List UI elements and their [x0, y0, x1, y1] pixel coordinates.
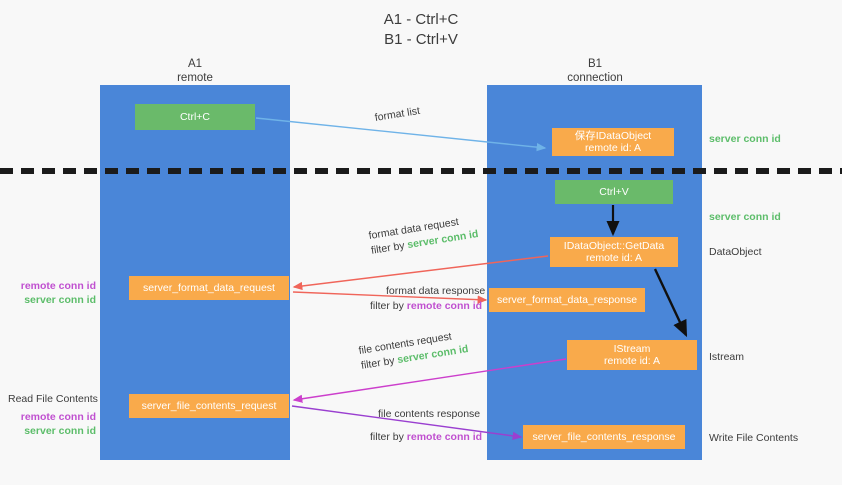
- edge-label-file-contents-response-text: file contents response: [378, 408, 481, 420]
- phase-divider: [0, 168, 842, 174]
- node-istream-sublabel: remote id: A: [603, 355, 661, 367]
- edge-label-format-list: format list: [374, 104, 421, 126]
- node-server-file-contents-request-label: server_file_contents_request: [141, 399, 277, 412]
- edge-label-file-contents-request: file contents request filter by server c…: [358, 327, 470, 374]
- node-idataobject-getdata-label: IDataObject::GetData: [563, 239, 665, 252]
- node-save-idataobject-sublabel: remote id: A: [584, 142, 642, 154]
- edge-label-file-contents-response-filter: filter by remote conn id: [370, 430, 482, 445]
- annotation-server-conn-id-top: server conn id: [709, 133, 781, 145]
- annotation-istream: Istream: [709, 351, 745, 363]
- edge-label-file-contents-response: file contents response filter by remote …: [370, 407, 482, 445]
- annotation-read-file-contents: Read File Contents: [8, 393, 98, 405]
- annotation-left-conn-ids-top: remote conn id server conn id: [8, 279, 96, 307]
- annotation-server-conn-id-1: server conn id: [24, 294, 96, 306]
- node-ctrl-v-label: Ctrl+V: [599, 185, 629, 198]
- filter-target-remote-conn-id: remote conn id: [406, 300, 483, 312]
- node-istream-label: IStream: [613, 342, 651, 355]
- node-save-idataobject-label: 保存IDataObject: [574, 129, 652, 142]
- node-server-file-contents-response-label: server_file_contents_response: [532, 430, 676, 443]
- title-line-2: B1 - Ctrl+V: [384, 31, 458, 48]
- lane-header-b1: B1 connection: [515, 57, 675, 85]
- filter-prefix: filter by: [370, 300, 407, 312]
- node-server-format-data-request[interactable]: server_format_data_request: [129, 276, 289, 300]
- edge-label-format-data-request: format data request filter by server con…: [368, 212, 480, 259]
- node-server-file-contents-response[interactable]: server_file_contents_response: [523, 425, 685, 449]
- annotation-dataobject: DataObject: [709, 246, 762, 258]
- edge-label-format-list-text: format list: [373, 104, 421, 124]
- lane-b1-subtitle: connection: [567, 72, 623, 84]
- node-idataobject-getdata-sublabel: remote id: A: [585, 252, 643, 264]
- annotation-remote-conn-id-1: remote conn id: [20, 280, 96, 292]
- annotation-left-conn-ids-bottom: remote conn id server conn id: [8, 410, 96, 438]
- annotation-remote-conn-id-2: remote conn id: [20, 411, 96, 423]
- filter-target-remote-conn-id: remote conn id: [406, 431, 483, 443]
- annotation-server-conn-id-2: server conn id: [24, 425, 96, 437]
- filter-prefix: filter by: [370, 431, 407, 443]
- annotation-write-file-contents: Write File Contents: [709, 432, 799, 444]
- lane-a1-subtitle: remote: [177, 72, 213, 84]
- node-save-idataobject[interactable]: 保存IDataObject remote id: A: [552, 128, 674, 156]
- title-line-1: A1 - Ctrl+C: [383, 11, 459, 28]
- node-idataobject-getdata[interactable]: IDataObject::GetData remote id: A: [550, 237, 678, 267]
- node-ctrl-c[interactable]: Ctrl+C: [135, 104, 255, 130]
- lane-b1-name: B1: [587, 58, 603, 70]
- node-server-format-data-response[interactable]: server_format_data_response: [489, 288, 645, 312]
- edge-label-format-data-response: format data response filter by remote co…: [358, 284, 485, 314]
- edge-label-format-data-response-filter: filter by remote conn id: [358, 299, 485, 314]
- lane-header-a1: A1 remote: [115, 57, 275, 85]
- node-ctrl-c-label: Ctrl+C: [179, 110, 211, 123]
- node-server-format-data-request-label: server_format_data_request: [143, 281, 275, 294]
- node-server-file-contents-request[interactable]: server_file_contents_request: [129, 394, 289, 418]
- node-server-format-data-response-label: server_format_data_response: [496, 293, 638, 306]
- edge-label-format-data-response-text: format data response: [386, 285, 486, 297]
- lane-a1-name: A1: [187, 58, 203, 70]
- annotation-server-conn-id-mid: server conn id: [709, 211, 781, 223]
- diagram-title: A1 - Ctrl+C B1 - Ctrl+V: [0, 10, 842, 50]
- node-istream[interactable]: IStream remote id: A: [567, 340, 697, 370]
- node-ctrl-v[interactable]: Ctrl+V: [555, 180, 673, 204]
